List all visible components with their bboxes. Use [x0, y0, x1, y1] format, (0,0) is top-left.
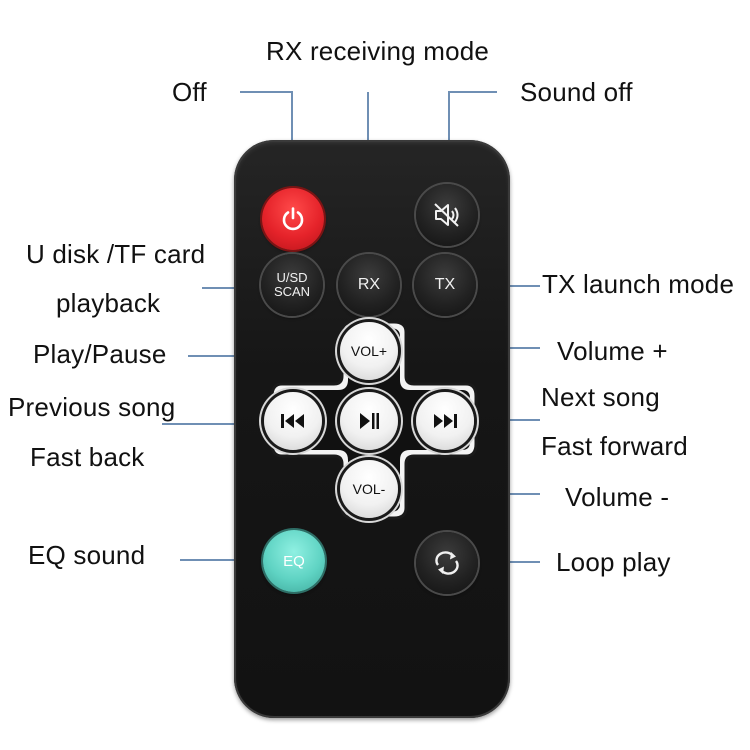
- skip-back-icon: [281, 414, 304, 428]
- label-fast-back: Fast back: [30, 442, 145, 472]
- volume-up-button[interactable]: VOL+: [340, 322, 398, 380]
- skip-forward-icon: [434, 414, 457, 428]
- label-sound-off: Sound off: [520, 77, 633, 107]
- tx-button-label: TX: [434, 276, 456, 293]
- label-play-pause: Play/Pause: [33, 339, 167, 369]
- usd-scan-label-bottom: SCAN: [273, 284, 311, 299]
- volume-down-label: VOL-: [352, 481, 386, 497]
- label-usd-line1: U disk /TF card: [26, 239, 206, 269]
- mute-button[interactable]: [416, 184, 478, 246]
- rx-button-label: RX: [357, 276, 381, 293]
- label-next-song: Next song: [541, 382, 660, 412]
- eq-button-label: EQ: [283, 552, 305, 570]
- label-eq-sound: EQ sound: [28, 540, 146, 570]
- next-button[interactable]: [416, 392, 474, 450]
- label-off: Off: [172, 77, 207, 107]
- label-loop-play: Loop play: [556, 547, 671, 577]
- tx-button[interactable]: TX: [414, 254, 476, 316]
- previous-button[interactable]: [264, 392, 322, 450]
- label-previous-song: Previous song: [8, 392, 176, 422]
- power-icon: [282, 207, 304, 231]
- label-volume-plus: Volume +: [557, 336, 668, 366]
- label-volume-minus: Volume -: [565, 482, 670, 512]
- label-rx-mode: RX receiving mode: [266, 36, 490, 66]
- usd-scan-label-top: U/SD: [276, 270, 308, 285]
- loop-icon: [435, 551, 459, 575]
- volume-up-label: VOL+: [350, 343, 388, 359]
- play-pause-icon: [360, 413, 379, 429]
- loop-button[interactable]: [416, 532, 478, 594]
- speaker-mute-icon: [434, 203, 459, 227]
- label-fast-forward: Fast forward: [541, 431, 688, 461]
- rx-button[interactable]: RX: [338, 254, 400, 316]
- volume-down-button[interactable]: VOL-: [340, 460, 398, 518]
- label-usd-line2: playback: [56, 288, 161, 318]
- power-button[interactable]: [262, 188, 324, 250]
- play-pause-button[interactable]: [340, 392, 398, 450]
- eq-button[interactable]: EQ: [263, 530, 325, 592]
- usd-scan-button[interactable]: U/SD SCAN: [261, 254, 323, 316]
- label-tx-mode: TX launch mode: [542, 269, 735, 299]
